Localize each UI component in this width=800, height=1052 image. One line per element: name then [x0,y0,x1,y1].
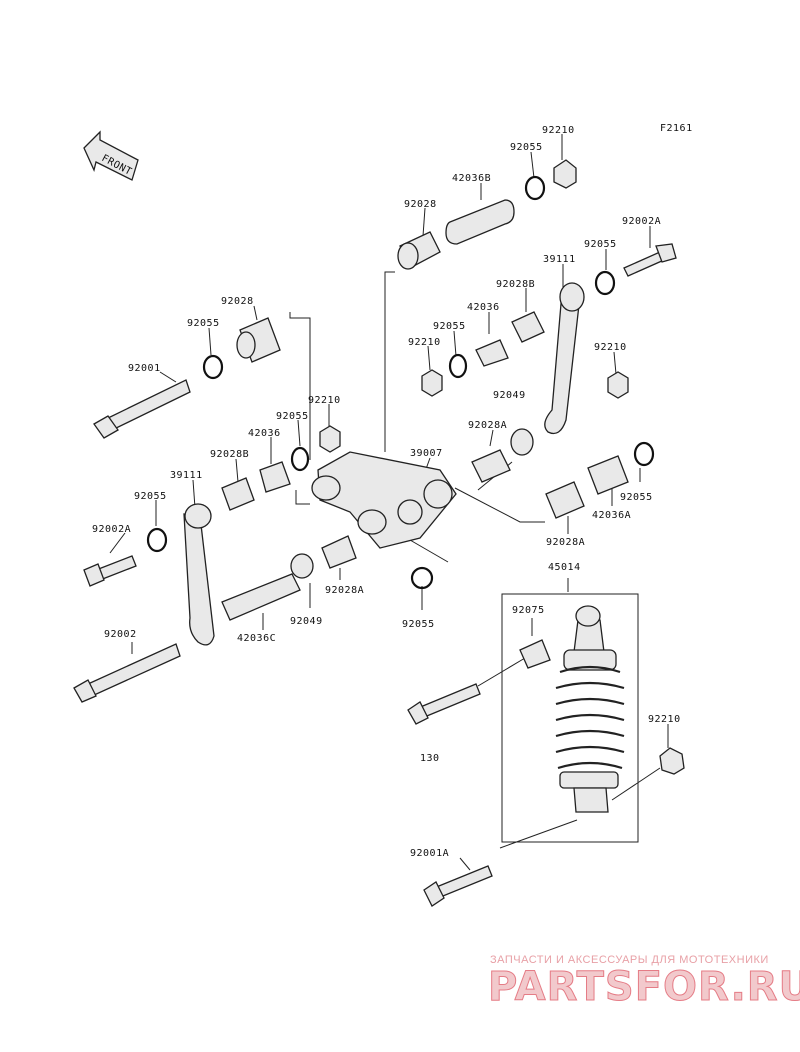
link-39007 [317,451,457,549]
part-label: 92001 [128,363,161,374]
bolt-92002a-a [623,251,665,277]
part-label: 92210 [648,714,681,725]
washer-92049-a [510,428,534,456]
part-label: 92002A [92,524,131,535]
shock-absorber-45014 [555,605,625,813]
part-label: 92055 [620,492,653,503]
bushing-92028a-c [321,535,357,569]
part-label: 92028A [325,585,364,596]
oring-92055-e [290,446,310,472]
part-label: 92028A [468,420,507,431]
part-label: 92210 [308,395,341,406]
part-label: 92210 [594,342,627,353]
oring-92055-d [202,354,224,380]
part-label: 42036A [592,510,631,521]
part-label: 92001A [410,848,449,859]
part-label: 92055 [433,321,466,332]
part-label: 92210 [542,125,575,136]
part-label: 92055 [187,318,220,329]
part-label: 42036C [237,633,276,644]
part-label: 92049 [493,390,526,401]
bushing-92075 [519,639,551,669]
part-label: 42036 [467,302,500,313]
bushing-92028b-b [221,477,255,511]
watermark: ЗАПЧАСТИ И АКСЕССУАРЫ ДЛЯ МОТОТЕХНИКИ PA… [488,954,800,1011]
part-label: 92055 [510,142,543,153]
rod-39111-b [183,513,215,646]
part-label: 92075 [512,605,545,616]
part-label: 92028 [221,296,254,307]
part-label: 39007 [410,448,443,459]
part-label: 92055 [276,411,309,422]
part-label: 92055 [402,619,435,630]
oring-92055-f [146,527,168,553]
bolt-92001 [103,379,191,433]
part-label: 92049 [290,616,323,627]
part-label: 92028 [404,199,437,210]
bushing-92028a-a [471,449,511,483]
part-label: 92055 [584,239,617,250]
bolt-130 [417,683,481,719]
parts [73,159,685,907]
sleeve-42036a [587,455,629,495]
nut-92210-a [553,159,577,189]
part-label: 92028A [546,537,585,548]
part-label: 92028B [496,279,535,290]
leader-lines [109,134,669,871]
part-label: 42036 [248,428,281,439]
sleeve-42036c [221,573,301,621]
watermark-tagline: ЗАПЧАСТИ И АКСЕССУАРЫ ДЛЯ МОТОТЕХНИКИ [490,954,769,966]
oring-92055-c [448,353,468,379]
bolt-92002 [87,643,181,697]
rod-39111-a [544,291,581,435]
nut-92210-b [421,369,443,397]
nut-92210-d [319,425,341,453]
part-label: 92002 [104,629,137,640]
part-label: 92210 [408,337,441,348]
part-label: 39111 [170,470,203,481]
oring-92055-a [524,175,546,201]
bushing-92028b-a [511,311,545,343]
part-label: 92028B [210,449,249,460]
bushing-92028a-b [545,481,585,519]
part-label: 92055 [134,491,167,502]
part-label: 42036B [452,173,491,184]
bolt-92001a [433,865,493,899]
part-labels: F2161 92210 92055 42036B 92028 92002A 92… [92,123,693,859]
sleeve-42036b [445,199,515,245]
part-label: 130 [420,753,440,764]
oring-92055-h [410,566,434,590]
watermark-brand: PARTSFOR.RU [488,964,800,1010]
washer-92049-b [290,553,314,579]
part-label: 45014 [548,562,581,573]
front-arrow-icon: FRONT [83,130,139,181]
nut-92210-e [659,747,685,775]
figure-code: F2161 [660,123,693,134]
oring-92055-g [633,441,655,467]
oring-92055-b [594,270,616,296]
sleeve-42036-a [475,339,509,367]
part-label: 39111 [543,254,576,265]
sleeve-42036-b [259,461,291,493]
nut-92210-c [607,371,629,399]
part-label: 92002A [622,216,661,227]
